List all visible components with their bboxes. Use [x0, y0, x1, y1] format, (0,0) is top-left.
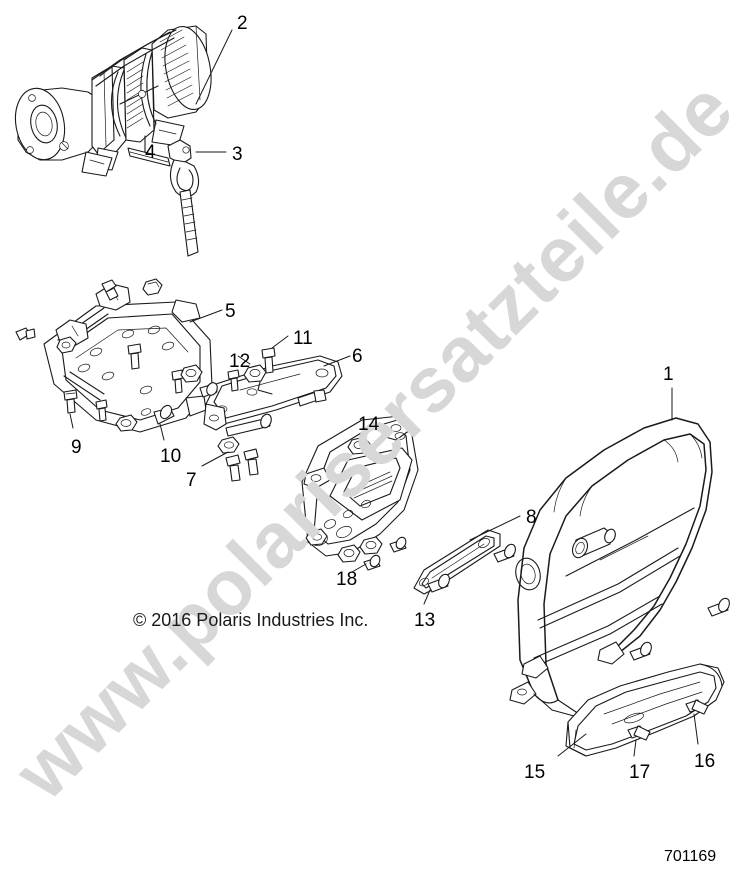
callout-12: 12 [229, 351, 251, 372]
callout-14: 14 [358, 414, 380, 435]
front-bumper-drawing [509, 387, 713, 717]
nut-top-right [142, 278, 163, 296]
winch-mount-plate-drawing [43, 283, 213, 433]
gearbox-ribs [159, 29, 194, 107]
winch-cable-rod-drawing [127, 135, 171, 167]
callout-4: 4 [145, 142, 156, 163]
callout-8: 8 [526, 507, 537, 528]
center-bracket-drawing [301, 415, 419, 557]
bolt-18d [389, 536, 407, 553]
bolt-17-drawing [627, 725, 651, 757]
diagram-part-number: 701169 [664, 848, 717, 865]
bolt-16-drawing [685, 699, 709, 745]
bolt-center-a [127, 343, 142, 370]
copyright-notice: © 2016 Polaris Industries Inc. [133, 610, 369, 630]
nut-center-right [180, 364, 203, 383]
callout-15: 15 [524, 762, 546, 783]
plate-fastener-group [15, 278, 203, 432]
plate-leaders [69, 413, 165, 441]
callout-17: 17 [629, 762, 651, 783]
winch-mount-feet [81, 119, 185, 177]
nut-14-drawing [347, 427, 371, 455]
callout-18: 18 [336, 569, 358, 590]
callout-10: 10 [160, 446, 182, 467]
main-leaders [189, 29, 351, 367]
winch-hook-drawing [167, 139, 200, 257]
winch-assembly-drawing [14, 25, 212, 177]
bracket-hatch [349, 471, 393, 499]
mounting-bracket-arm-drawing [203, 355, 343, 431]
callout-16: 16 [694, 751, 716, 772]
bolt-group-7-drawing [201, 413, 272, 482]
bolt-18c [363, 554, 381, 571]
nut-12-drawing [243, 364, 267, 383]
bolt-link-right [493, 543, 516, 563]
bolt-12-side [227, 369, 240, 392]
nut-18b [359, 536, 383, 555]
bolt-left-angled [199, 382, 218, 398]
callout-5: 5 [225, 301, 236, 322]
nut-18a [337, 544, 361, 563]
nut-left-tab [56, 336, 77, 354]
callout-6: 6 [352, 346, 363, 367]
screw-on-arm [297, 389, 327, 407]
link-arm-drawing [413, 515, 521, 595]
bolt-small-a [95, 399, 108, 422]
bolt-7b [225, 454, 241, 482]
bolt-10-drawing [153, 404, 175, 425]
nut-bracket-left [305, 528, 328, 546]
bolt-13-drawing [423, 573, 450, 605]
skid-plate-drawing [557, 663, 725, 757]
bolt-7c [243, 448, 259, 476]
bolt-upper-right-skid [707, 597, 730, 617]
bolt-top-plate [101, 279, 119, 301]
winch-gearbox [151, 25, 212, 119]
nut-below-plate [115, 414, 138, 432]
callout-13: 13 [414, 610, 436, 631]
bolt-left-plate [15, 327, 36, 341]
callout-9: 9 [71, 437, 82, 458]
callout-11: 11 [293, 328, 313, 349]
winch-shaft [119, 85, 159, 105]
bolt-11-drawing [261, 347, 276, 374]
callout-3: 3 [232, 144, 243, 165]
hook-strap-texture [181, 197, 198, 241]
nut-7a [217, 436, 240, 454]
bolt-mid-skid [629, 641, 652, 661]
bolt-9-drawing [63, 389, 78, 414]
callout-1: 1 [663, 364, 674, 385]
winch-motor [14, 87, 101, 161]
callout-7: 7 [186, 470, 197, 491]
callout-2: 2 [237, 13, 248, 34]
winch-tie-bar [91, 29, 177, 87]
fastener-group-18 [337, 536, 407, 573]
